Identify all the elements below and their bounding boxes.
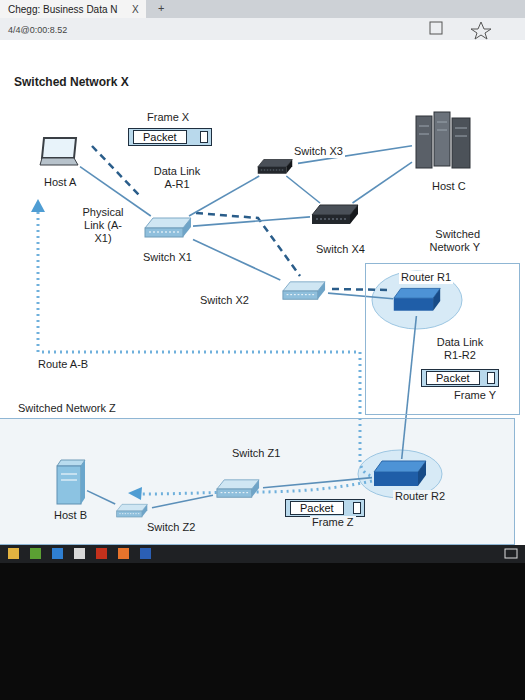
host-node: Host C bbox=[412, 110, 474, 172]
link-line bbox=[328, 293, 393, 299]
switch-node: Switch X2 bbox=[280, 280, 328, 302]
device-label: Switch X3 bbox=[292, 145, 345, 158]
taskbar-icon bbox=[52, 548, 63, 559]
page-ground bbox=[0, 40, 525, 545]
device-label: Switch X2 bbox=[198, 294, 251, 307]
switch-node: Switch X4 bbox=[310, 203, 360, 227]
taskbar-icon bbox=[8, 548, 19, 559]
link-line bbox=[193, 240, 280, 280]
taskbar-icons bbox=[8, 548, 517, 559]
router-highlight bbox=[372, 271, 462, 329]
switch-node: Switch Z2 bbox=[112, 504, 152, 520]
free-label: X bbox=[130, 3, 141, 16]
device-label: Frame Y bbox=[452, 389, 498, 402]
device-label: Switch Z1 bbox=[230, 447, 282, 460]
device-label: Frame Z bbox=[310, 516, 356, 529]
reading-icon bbox=[430, 22, 442, 34]
server-icon bbox=[416, 112, 470, 168]
data-link-dash bbox=[92, 146, 140, 196]
switch-node: Switch Z1 bbox=[213, 479, 263, 501]
switch-icon bbox=[283, 282, 325, 299]
device-label: Switched Network Y bbox=[416, 228, 482, 254]
taskbar-icon bbox=[96, 548, 107, 559]
free-label: 4/4@0:00:8.52 bbox=[6, 24, 69, 37]
link-line bbox=[286, 176, 320, 203]
taskbar-icon bbox=[74, 548, 85, 559]
frame-box: PacketFrame Z bbox=[285, 499, 365, 517]
free-label: Data Link A-R1 bbox=[148, 165, 206, 191]
taskbar-icon bbox=[30, 548, 41, 559]
switch-icon bbox=[217, 480, 259, 497]
server-icon bbox=[57, 460, 85, 504]
region-title: Switched Network X bbox=[12, 76, 131, 89]
taskbar-icon bbox=[118, 548, 129, 559]
switch-icon bbox=[117, 504, 148, 517]
device-label: Host A bbox=[42, 176, 78, 189]
link-line bbox=[87, 491, 115, 504]
host-node: Host A bbox=[38, 136, 80, 168]
device-label: Switch X4 bbox=[314, 243, 367, 256]
router-node: Router R1 bbox=[393, 286, 443, 316]
route-path bbox=[38, 212, 372, 494]
frame-trailer bbox=[200, 131, 208, 143]
device-label: Switch X1 bbox=[141, 251, 194, 264]
data-link-path bbox=[92, 146, 390, 290]
route-arrowhead bbox=[128, 487, 142, 500]
taskbar-icon bbox=[140, 548, 151, 559]
browser-tab bbox=[0, 0, 146, 18]
device-label: Router R2 bbox=[393, 490, 447, 503]
link-line bbox=[263, 478, 372, 488]
taskbar-icon bbox=[505, 549, 517, 558]
network-z-ground bbox=[0, 418, 515, 545]
switch-node: Switch X1 bbox=[143, 216, 193, 240]
packet-label: Packet bbox=[290, 501, 344, 515]
switch-icon bbox=[312, 205, 358, 224]
link-line bbox=[353, 162, 413, 203]
free-label: Route A-B bbox=[36, 358, 90, 371]
switch-icon bbox=[258, 160, 293, 174]
device-label: Router R1 bbox=[399, 271, 453, 284]
laptop-icon bbox=[40, 138, 78, 165]
link-line bbox=[152, 495, 213, 508]
device-label: Switched Network Z bbox=[16, 402, 118, 415]
switch-icon bbox=[145, 218, 191, 237]
link-line bbox=[402, 316, 417, 459]
switch-node: Switch X3 bbox=[252, 158, 298, 176]
frame-trailer bbox=[353, 502, 361, 514]
router-icon bbox=[374, 461, 426, 486]
tab-bar bbox=[0, 0, 525, 18]
router-node: Router R2 bbox=[372, 459, 428, 491]
data-link-dash bbox=[332, 289, 390, 290]
route-arrowhead bbox=[31, 199, 45, 212]
device-label: Switch Z2 bbox=[145, 521, 197, 534]
device-label: Frame X bbox=[145, 111, 191, 124]
router-icon bbox=[394, 288, 440, 310]
link-line bbox=[193, 217, 310, 226]
packet-label: Packet bbox=[133, 130, 187, 144]
free-label: Chegg: Business Data N bbox=[6, 3, 120, 16]
device-label: Host C bbox=[430, 180, 468, 193]
frame-box: PacketFrame Y bbox=[421, 369, 499, 387]
frame-trailer bbox=[487, 372, 495, 384]
free-label: Data Link R1-R2 bbox=[430, 336, 490, 362]
favorite-star bbox=[471, 22, 491, 39]
device-label: Host B bbox=[52, 509, 89, 522]
network-region: Switched Network ZSwitch Z1Router R2Host… bbox=[0, 418, 515, 545]
frame-box: Frame XPacket bbox=[128, 128, 212, 146]
free-label: Physical Link (A-X1) bbox=[78, 206, 128, 245]
free-label: + bbox=[156, 2, 166, 15]
packet-label: Packet bbox=[426, 371, 480, 385]
host-node: Host B bbox=[55, 459, 87, 507]
route-dots bbox=[38, 212, 372, 476]
address-bar bbox=[0, 18, 525, 40]
taskbar bbox=[0, 545, 525, 563]
